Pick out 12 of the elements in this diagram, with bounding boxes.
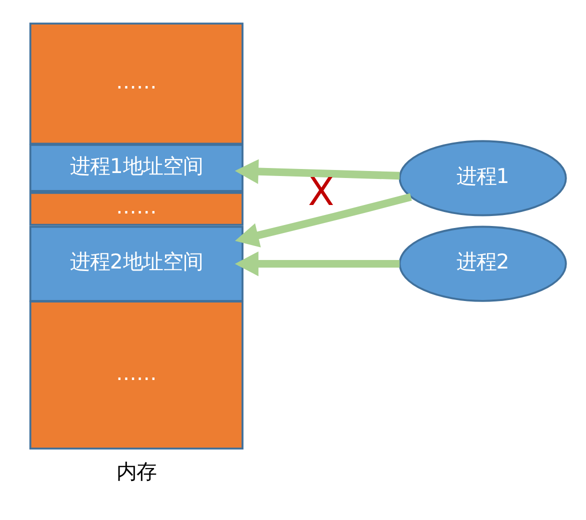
node-box: 进程2地址空间 <box>29 226 244 302</box>
arrow <box>234 193 412 248</box>
arrow <box>234 251 400 276</box>
arrow <box>234 159 400 184</box>
label: 内存 <box>116 459 156 484</box>
node-box: …… <box>29 300 244 450</box>
node-ellipse: 进程1 <box>398 140 567 216</box>
node-ellipse: 进程2 <box>398 226 567 302</box>
node-box: …… <box>29 192 244 226</box>
node-box: 进程1地址空间 <box>29 144 244 192</box>
edge-label: X <box>308 170 334 216</box>
node-box: …… <box>29 22 244 145</box>
